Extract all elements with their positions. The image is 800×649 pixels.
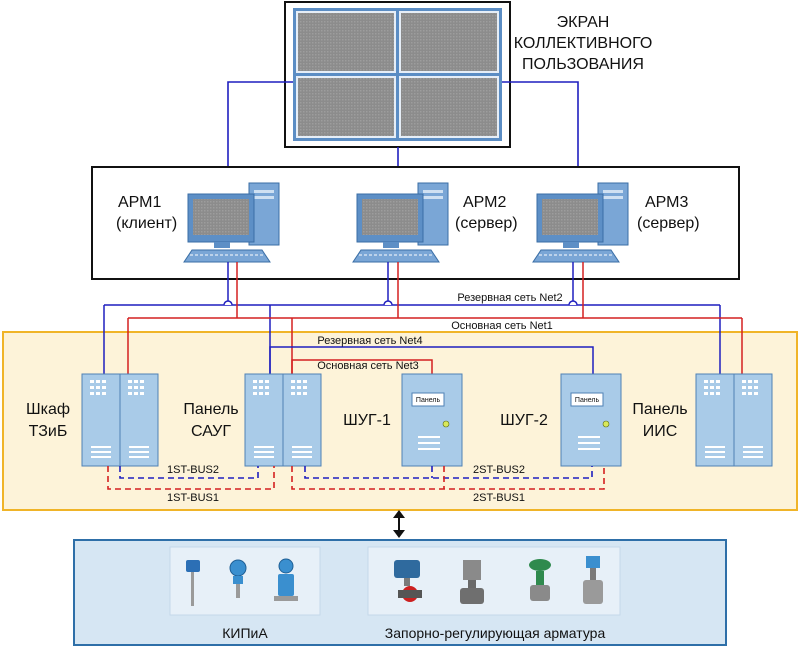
bus-1st-bus2-label: 1ST-BUS2 <box>167 464 219 476</box>
shug-1-badge: Панель <box>416 397 441 404</box>
workstation-2-name: АРМ2 <box>463 194 506 211</box>
cabinet-saug-label-1: Панель <box>183 401 238 418</box>
valves-label: Запорно-регулирующая арматура <box>385 625 606 641</box>
cabinet-tzib-label-1: Шкаф <box>26 401 70 418</box>
workstation-3-icon <box>532 182 629 263</box>
bus-2st-bus2 <box>304 466 593 479</box>
cabinet-tzib-label-2: ТЗиБ <box>29 423 68 440</box>
bus-2st-bus1-label: 2ST-BUS1 <box>473 492 525 504</box>
cabinet-shug-2 <box>560 373 622 467</box>
cabinet-saug <box>244 373 322 467</box>
screen-title-line-2: КОЛЛЕКТИВНОГО <box>514 35 653 52</box>
workstation-2-icon <box>352 182 449 263</box>
net3-label: Основная сеть Net3 <box>317 360 419 372</box>
bus-1st-bus1-label: 1ST-BUS1 <box>167 492 219 504</box>
bus-1st-bus2 <box>119 466 259 479</box>
cabinet-saug-label-2: САУГ <box>191 423 231 440</box>
pressure-transmitter-icon <box>229 559 247 598</box>
cabinet-iis <box>695 373 773 467</box>
network-net2 <box>103 262 721 375</box>
shug-2-badge: Панель <box>575 397 600 404</box>
workstation-1-icon <box>183 182 280 263</box>
workstation-2-role: (сервер) <box>455 215 518 232</box>
network-net3 <box>291 359 433 375</box>
net2-label: Резервная сеть Net2 <box>457 292 562 304</box>
butterfly-valve-icon <box>394 560 422 602</box>
workstation-1-name: АРМ1 <box>118 194 161 211</box>
collective-screen <box>284 1 511 148</box>
flow-meter-icon <box>274 558 298 601</box>
bus-2st-bus2-label: 2ST-BUS2 <box>473 464 525 476</box>
motorized-valve-icon <box>583 556 603 604</box>
screen-title-line-1: ЭКРАН <box>557 14 610 31</box>
network-net4 <box>269 346 594 375</box>
cabinet-iis-label-1: Панель <box>632 401 687 418</box>
kipia-panel <box>169 546 321 616</box>
control-valve-icon <box>529 559 551 601</box>
bus-2st-bus1 <box>291 466 605 490</box>
workstation-3-name: АРМ3 <box>645 194 688 211</box>
kipia-label: КИПиА <box>222 625 268 641</box>
cabinet-shug-1-label: ШУГ-1 <box>343 412 391 429</box>
bus-1st-bus1 <box>107 466 275 490</box>
cabinet-shug-2-label: ШУГ-2 <box>500 412 548 429</box>
gate-valve-actuator-icon <box>460 560 484 604</box>
screen-title-line-3: ПОЛЬЗОВАНИЯ <box>522 56 644 73</box>
workstation-3-role: (сервер) <box>637 215 700 232</box>
net1-label: Основная сеть Net1 <box>451 320 553 332</box>
workstation-1-role: (клиент) <box>116 215 177 232</box>
network-crossing-bumps <box>223 300 578 306</box>
cabinet-shug-1 <box>401 373 463 467</box>
bidirectional-arrow-icon <box>393 510 405 538</box>
cabinet-iis-label-2: ИИС <box>643 423 678 440</box>
cabinet-tzib <box>81 373 159 467</box>
temperature-sensor-icon <box>186 560 200 606</box>
net4-label: Резервная сеть Net4 <box>317 335 422 347</box>
